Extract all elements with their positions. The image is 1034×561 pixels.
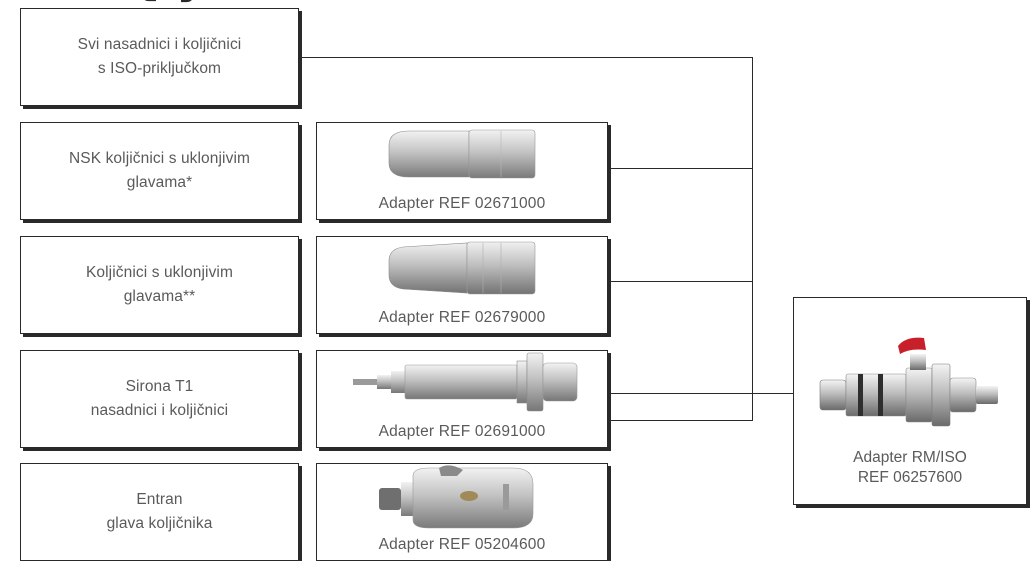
source-label-entran: Entran glava koljičnika [106, 491, 213, 532]
source-box-removable-heads: Koljičnici s uklonjivim glavama** [20, 236, 299, 334]
source-label-removable-heads: Koljičnici s uklonjivim glavama** [85, 264, 233, 305]
connector-row1-h [299, 57, 752, 58]
adapter-box-02691000: Adapter REF 02691000 [316, 350, 608, 448]
source-label-nsk: NSK koljičnici s uklonjivim glavama* [69, 150, 250, 191]
cropped-heading-fragment [140, 0, 200, 4]
connector-row2-h [608, 168, 752, 169]
cropped-heading-glyphs [144, 0, 192, 3]
tapered-adapter-icon [388, 241, 536, 295]
adapter-ref-02691000: Adapter REF 02691000 [378, 423, 546, 440]
connector-row5-h [608, 420, 752, 421]
adapter-ref-02679000: Adapter REF 02679000 [378, 309, 546, 326]
source-label-sirona: Sirona T1 nasadnici i koljičnici [90, 378, 229, 419]
adapter-box-05204600: Adapter REF 05204600 [316, 463, 608, 561]
adapter-ref-02671000: Adapter REF 02671000 [378, 195, 546, 212]
source-box-entran: Entran glava koljičnika [20, 463, 299, 561]
connector-row3-h [608, 281, 752, 282]
source-box-nsk: NSK koljičnici s uklonjivim glavama* [20, 122, 299, 220]
sirona-adapter-icon [353, 352, 578, 412]
adapter-ref-05204600: Adapter REF 05204600 [378, 536, 546, 553]
main-adapter-ref: Adapter RM/ISO REF 06257600 [853, 449, 967, 486]
adapter-box-02671000: Adapter REF 02671000 [316, 122, 608, 220]
main-adapter-box: Adapter RM/ISO REF 06257600 [793, 297, 1027, 505]
connector-trunk-v [752, 57, 753, 421]
rm-iso-adapter-icon [819, 337, 998, 427]
source-label-iso: Svi nasadnici i koljičnici s ISO-priklju… [77, 36, 242, 77]
entran-adapter-icon [379, 465, 534, 529]
source-box-sirona: Sirona T1 nasadnici i koljičnici [20, 350, 299, 448]
connector-main-h [608, 393, 793, 394]
source-box-iso: Svi nasadnici i koljičnici s ISO-priklju… [20, 8, 299, 106]
nsk-adapter-icon [388, 129, 536, 179]
adapter-box-02679000: Adapter REF 02679000 [316, 236, 608, 334]
